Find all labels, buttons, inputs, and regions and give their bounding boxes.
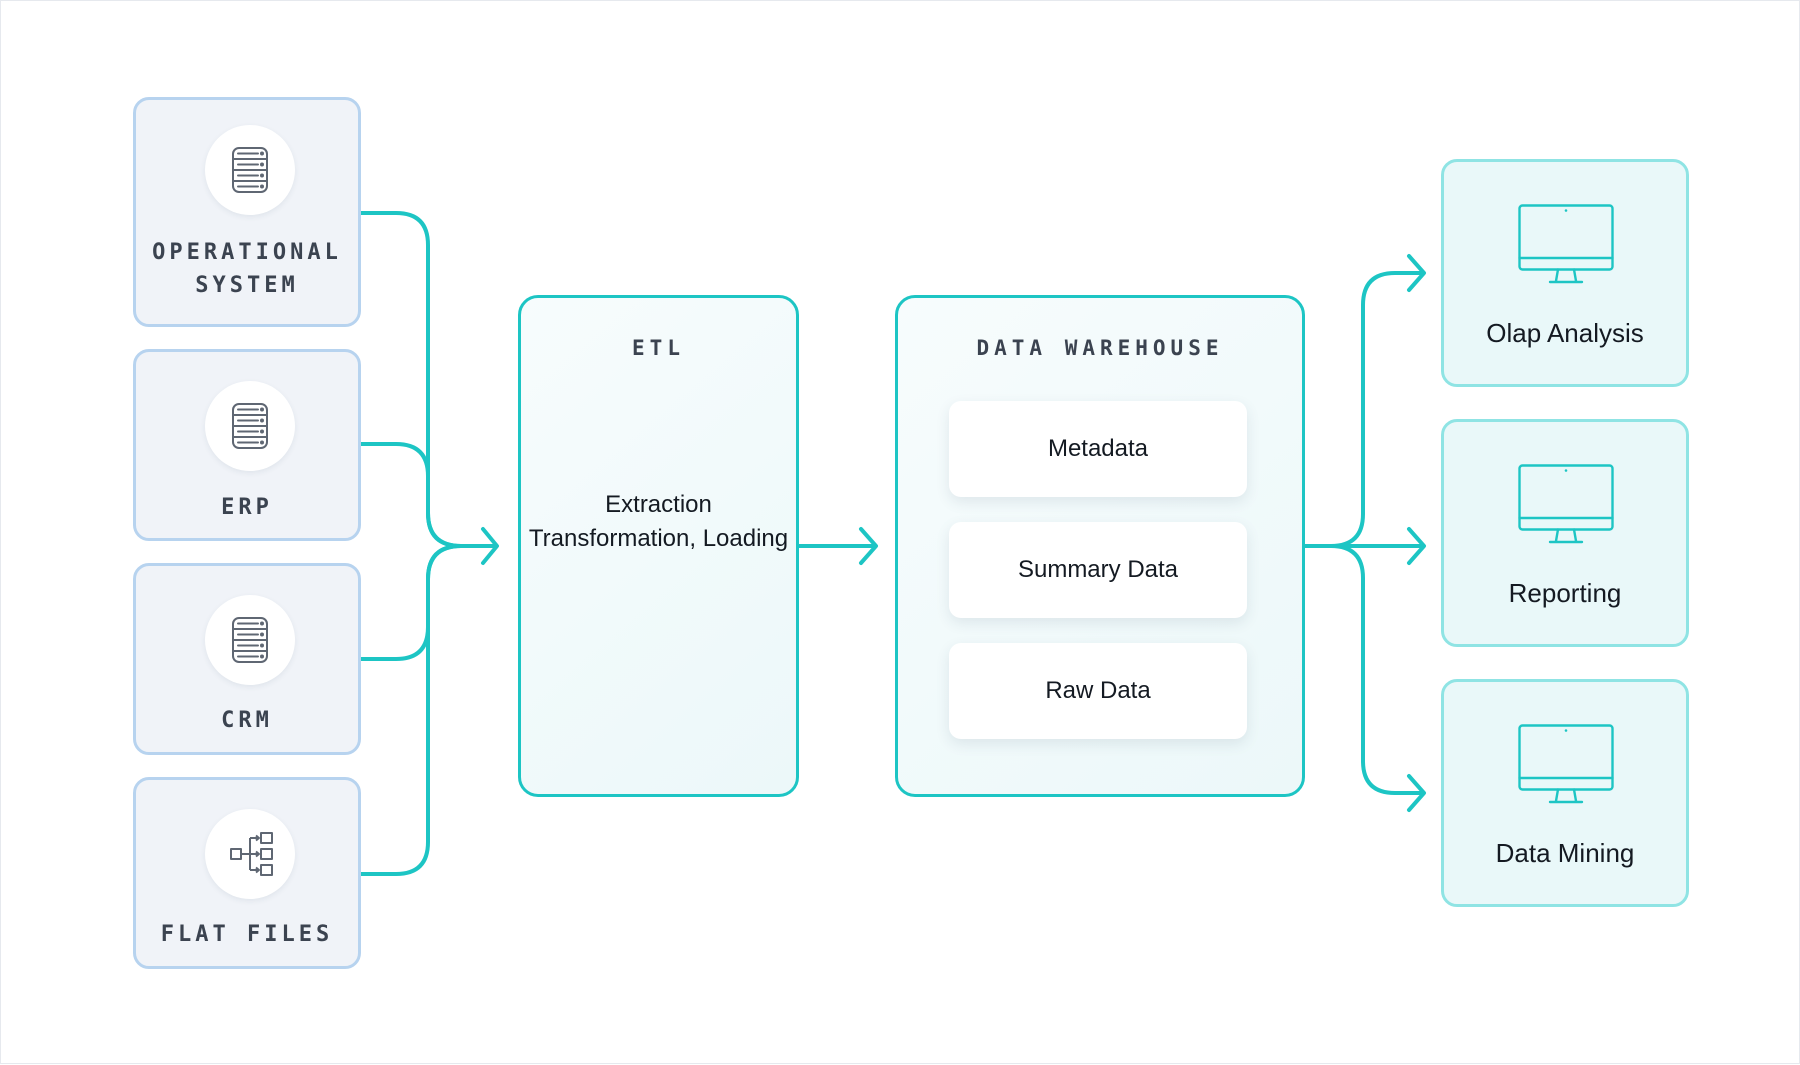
warehouse-layer-metadata: Metadata bbox=[949, 401, 1247, 497]
arrowhead-warehouse bbox=[859, 527, 878, 565]
monitor-icon bbox=[1518, 204, 1614, 284]
monitor-icon bbox=[1518, 724, 1614, 804]
output-label: Reporting bbox=[1508, 578, 1622, 608]
output-label: Olap Analysis bbox=[1486, 318, 1644, 348]
etl-title: ETL bbox=[632, 336, 685, 360]
monitor-icon bbox=[1518, 464, 1614, 544]
arrowhead-olap bbox=[1407, 254, 1426, 292]
source-flat-files: FLAT FILES bbox=[133, 777, 361, 969]
warehouse-layer-summary-data: Summary Data bbox=[949, 522, 1247, 618]
source-label: FLAT FILES bbox=[160, 922, 334, 947]
connector-olap bbox=[1303, 271, 1425, 548]
output-label: Data Mining bbox=[1495, 838, 1635, 868]
source-label: CRM bbox=[221, 708, 273, 733]
arrowhead-reporting bbox=[1407, 527, 1426, 565]
connector-erp bbox=[359, 442, 498, 548]
etl-box: ETL Extraction Transformation, Loading bbox=[518, 295, 799, 797]
database-icon bbox=[232, 403, 268, 449]
icon-circle bbox=[205, 381, 295, 471]
database-icon bbox=[232, 147, 268, 193]
connector-flat-files bbox=[359, 544, 498, 876]
flowchart-icon bbox=[230, 832, 273, 876]
arrowhead-data-mining bbox=[1407, 774, 1426, 812]
source-crm: CRM bbox=[133, 563, 361, 755]
icon-circle bbox=[205, 595, 295, 685]
warehouse-layer-raw-data: Raw Data bbox=[949, 643, 1247, 739]
etl-description: Extraction Transformation, Loading bbox=[528, 491, 789, 552]
source-label: ERP bbox=[221, 495, 273, 520]
data-warehouse-title: DATA WAREHOUSE bbox=[976, 336, 1224, 360]
output-olap-analysis: Olap Analysis bbox=[1441, 159, 1689, 387]
database-icon bbox=[232, 617, 268, 663]
source-label: OPERATIONAL SYSTEM bbox=[152, 240, 342, 298]
data-warehouse-box: DATA WAREHOUSE Metadata Summary Data Raw… bbox=[895, 295, 1305, 797]
output-reporting: Reporting bbox=[1441, 419, 1689, 647]
source-operational-system: OPERATIONAL SYSTEM bbox=[133, 97, 361, 327]
output-data-mining: Data Mining bbox=[1441, 679, 1689, 907]
arrowhead-etl bbox=[481, 527, 499, 565]
icon-circle bbox=[205, 125, 295, 215]
source-erp: ERP bbox=[133, 349, 361, 541]
icon-circle bbox=[205, 809, 295, 899]
connector-data-mining bbox=[1303, 544, 1425, 795]
